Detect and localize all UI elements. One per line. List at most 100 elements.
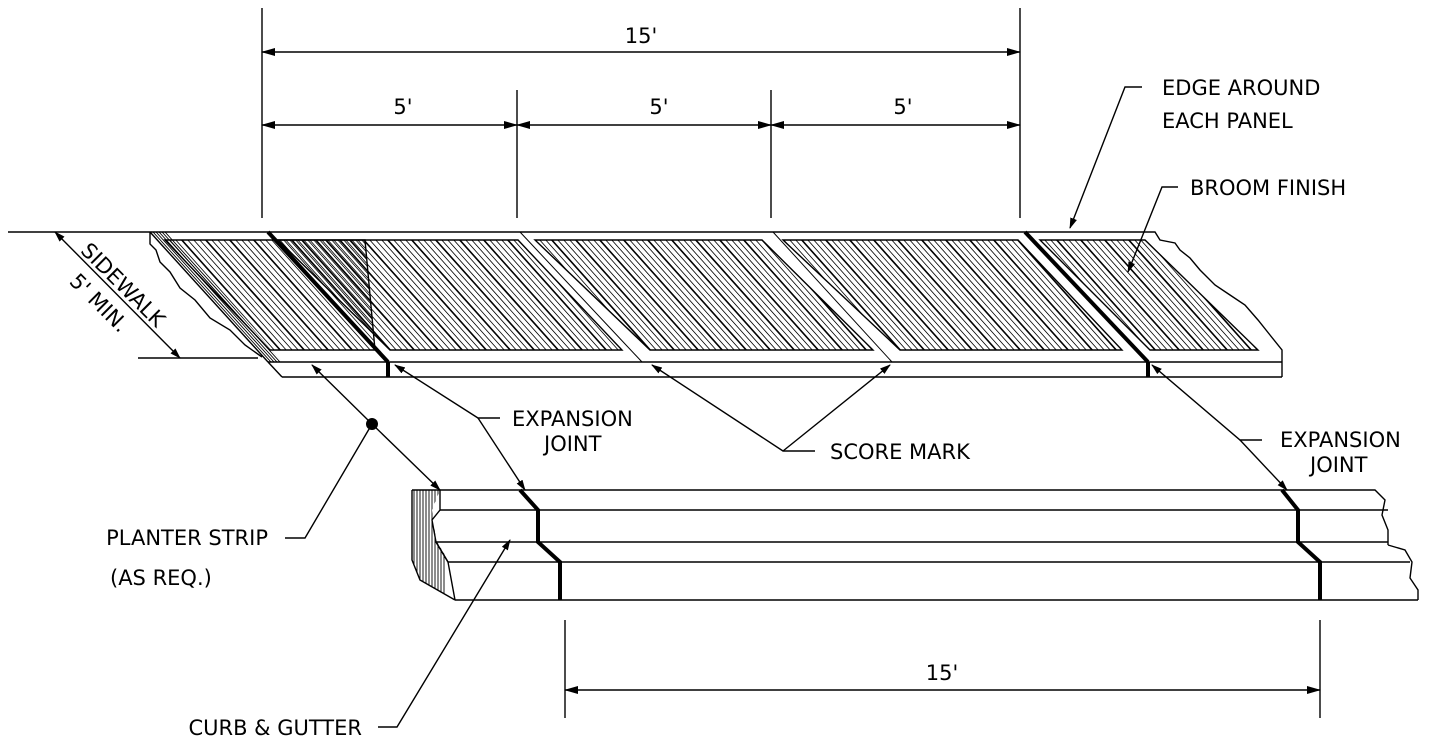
- broom-stroke: [221, 240, 325, 350]
- label-curb-gutter: CURB & GUTTER: [188, 716, 362, 740]
- broom-stroke: [645, 240, 749, 350]
- broom-stroke: [699, 240, 803, 350]
- broom-stroke: [451, 240, 555, 350]
- curb-and-gutter: [411, 488, 1419, 601]
- broom-stroke: [579, 240, 683, 350]
- broom-stroke: [1126, 240, 1230, 350]
- broom-stroke: [1234, 240, 1258, 350]
- broom-stroke: [439, 240, 543, 350]
- broom-stroke: [278, 240, 279, 350]
- broom-stroke: [179, 240, 283, 350]
- broom-stroke: [373, 240, 477, 350]
- broom-stroke: [613, 240, 622, 350]
- broom-stroke: [559, 240, 622, 350]
- broom-stroke: [295, 240, 399, 350]
- broom-stroke: [278, 240, 315, 350]
- broom-stroke: [675, 240, 779, 350]
- broom-stroke: [245, 240, 349, 350]
- broom-stroke: [609, 240, 713, 350]
- broom-stroke: [421, 240, 525, 350]
- broom-stroke: [859, 240, 963, 350]
- broom-stroke: [901, 240, 1005, 350]
- broom-stroke: [759, 240, 863, 350]
- broom-stroke: [463, 240, 567, 350]
- broom-stroke: [289, 240, 393, 350]
- broom-stroke: [1040, 240, 1080, 350]
- broom-stroke: [1114, 240, 1218, 350]
- broom-stroke: [783, 240, 825, 350]
- broom-stroke: [1204, 240, 1258, 350]
- broom-stroke: [329, 240, 375, 350]
- broom-stroke: [935, 238, 1037, 352]
- broom-stroke: [1102, 240, 1206, 350]
- leader-exp-right-slab: [1151, 364, 1262, 441]
- broom-stroke: [955, 240, 1059, 350]
- broom-stroke: [505, 240, 609, 350]
- broom-stroke: [445, 240, 549, 350]
- broom-stroke: [535, 240, 563, 350]
- dim-line-sidewalk: [54, 231, 181, 359]
- broom-stroke: [185, 240, 289, 350]
- top-dimensions: 15' 5' 5' 5': [261, 8, 1021, 218]
- broom-stroke: [747, 240, 851, 350]
- broom-stroke: [925, 240, 1029, 350]
- broom-stroke: [601, 240, 622, 350]
- broom-stroke: [783, 240, 849, 350]
- broom-stroke: [170, 238, 272, 352]
- broom-stroke: [487, 240, 591, 350]
- broom-stroke: [1259, 238, 1361, 352]
- broom-stroke: [197, 240, 301, 350]
- leader-exp-left-slab: [394, 364, 500, 419]
- broom-stroke: [693, 240, 797, 350]
- broom-stroke: [1060, 240, 1164, 350]
- broom-stroke: [931, 240, 1035, 350]
- broom-stroke: [783, 240, 795, 350]
- broom-stroke: [481, 240, 585, 350]
- broom-stroke: [319, 240, 423, 350]
- leader-planter-label: [285, 423, 373, 539]
- broom-stroke: [499, 240, 603, 350]
- broom-stroke: [535, 240, 545, 350]
- broom-stroke: [227, 240, 331, 350]
- broom-stroke: [849, 240, 873, 350]
- broom-stroke: [895, 240, 999, 350]
- broom-stroke: [687, 240, 791, 350]
- broom-stroke: [717, 240, 821, 350]
- broom-stroke: [1054, 240, 1158, 350]
- broom-stroke: [807, 240, 873, 350]
- expansion-joint-slab-left: [266, 230, 390, 364]
- dim-text-bottom: 15': [926, 661, 959, 685]
- broom-stroke: [1108, 240, 1212, 350]
- broom-stroke: [943, 240, 1047, 350]
- broom-stroke: [847, 240, 951, 350]
- broom-stroke: [1040, 240, 1056, 350]
- broom-stroke: [633, 240, 737, 350]
- label-planter-1: PLANTER STRIP: [106, 526, 268, 550]
- broom-stroke: [457, 240, 561, 350]
- broom-stroke: [819, 240, 873, 350]
- broom-stroke: [281, 240, 375, 350]
- broom-finish-3: [535, 240, 873, 350]
- broom-stroke: [403, 240, 507, 350]
- broom-stroke: [511, 240, 615, 350]
- broom-stroke: [1093, 240, 1122, 350]
- broom-stroke: [1138, 240, 1242, 350]
- broom-stroke: [278, 240, 285, 350]
- broom-stroke: [1210, 240, 1258, 350]
- broom-stroke: [619, 240, 622, 350]
- broom-stroke: [835, 240, 939, 350]
- broom-stroke: [823, 240, 927, 350]
- broom-stroke: [1111, 240, 1122, 350]
- score-mark-1: [519, 231, 643, 363]
- broom-stroke: [287, 240, 375, 350]
- broom-stroke: [391, 240, 495, 350]
- broom-stroke: [409, 240, 513, 350]
- broom-stroke: [385, 240, 489, 350]
- broom-stroke: [427, 240, 531, 350]
- broom-stroke: [1096, 240, 1200, 350]
- broom-stroke: [307, 240, 411, 350]
- gutter-end-rough: [1387, 544, 1419, 600]
- broom-stroke: [603, 240, 707, 350]
